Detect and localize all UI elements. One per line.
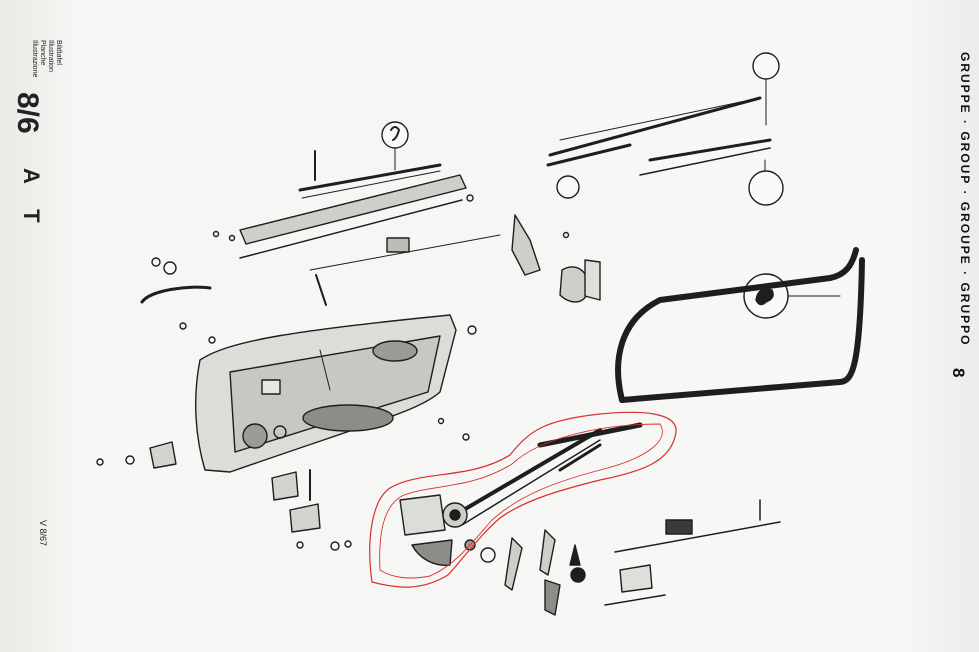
hinge-parts <box>96 441 352 551</box>
door-panel <box>194 314 457 473</box>
window-trim-strips <box>239 71 772 259</box>
fasteners <box>179 150 761 521</box>
window-seal <box>615 247 865 403</box>
highlight-annotation <box>369 411 677 588</box>
handle-parts <box>140 214 601 306</box>
window-regulator <box>399 422 781 616</box>
highlight-annotation-inner <box>379 423 663 579</box>
